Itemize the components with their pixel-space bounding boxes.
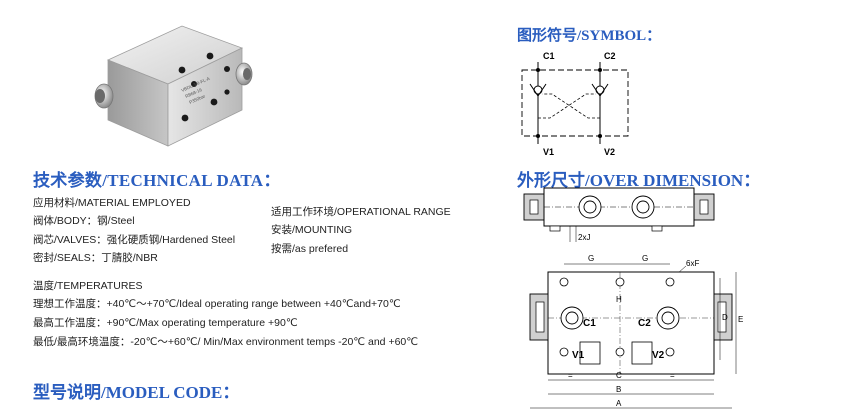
dim-e-label: E — [738, 315, 743, 324]
dim-eq-left-label: = — [568, 371, 573, 380]
seals-spec: 密封/SEALS：丁腈胶/NBR — [33, 252, 158, 264]
dimension-plan-view: G G 6xF H C1 C2 V1 V2 D E = C = B A — [529, 254, 743, 409]
dim-a-label: A — [616, 399, 622, 408]
symbol-c2-label: C2 — [604, 51, 616, 61]
dim-c1-label: C1 — [583, 318, 596, 329]
model-code-heading: 型号说明/MODEL CODE： — [33, 383, 240, 402]
dim-c2-label: C2 — [638, 318, 651, 329]
temperatures-label: 温度/TEMPERATURES — [33, 280, 143, 292]
technical-data-heading: 技术参数/TECHNICAL DATA： — [33, 171, 281, 190]
dim-d-label: D — [722, 313, 728, 322]
dim-2xj-label: 2xJ — [578, 233, 590, 242]
operational-range-label: 适用工作环境/OPERATIONAL RANGE — [271, 206, 451, 218]
product-image: VBDL-3/8-FL-A RB68-16 P350bar — [94, 25, 253, 147]
symbol-v2-label: V2 — [604, 147, 615, 157]
symbol-v1-label: V1 — [543, 147, 554, 157]
symbol-c1-label: C1 — [543, 51, 555, 61]
hydraulic-symbol: C1 C2 V1 V2 — [521, 51, 629, 157]
dim-c-label: C — [616, 371, 622, 380]
dim-b-label: B — [616, 385, 621, 394]
mounting-label: 安装/MOUNTING — [271, 224, 353, 236]
engraved-code: RB68-16 — [184, 87, 203, 99]
minmax-temp: 最低/最高环境温度：-20℃～+60℃/ Min/Max environment… — [33, 336, 419, 348]
symbol-heading: 图形符号/SYMBOL： — [517, 28, 662, 44]
engraved-pressure: P350bar — [188, 93, 206, 105]
valves-spec: 阀芯/VALVES：强化硬质钢/Hardened Steel — [33, 234, 236, 246]
max-temp: 最高工作温度：+90℃/Max operating temperature +9… — [33, 317, 298, 329]
dim-h-label: H — [616, 295, 622, 304]
dim-v2-label: V2 — [652, 350, 665, 361]
dim-eq-right-label: = — [670, 371, 675, 380]
dim-v1-label: V1 — [572, 350, 585, 361]
dimension-side-view: 2xJ — [523, 187, 715, 242]
mounting-value: 按需/as prefered — [271, 243, 349, 255]
ideal-temp: 理想工作温度：+40℃～+70℃/Ideal operating range b… — [33, 298, 401, 310]
dim-6xf-label: 6xF — [686, 259, 699, 268]
material-employed-label: 应用材料/MATERIAL EMPLOYED — [33, 197, 191, 209]
dim-g-right-label: G — [642, 254, 648, 263]
over-dimension-heading: 外形尺寸/OVER DIMENSION： — [517, 171, 761, 190]
dim-g-left-label: G — [588, 254, 594, 263]
body-spec: 阀体/BODY：钢/Steel — [33, 215, 135, 227]
